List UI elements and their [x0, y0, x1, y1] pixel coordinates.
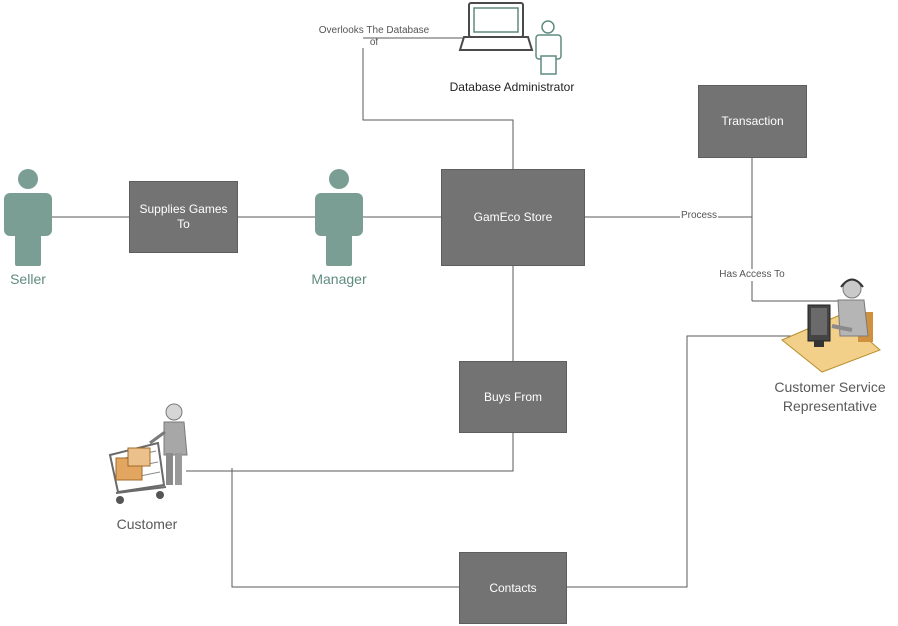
actor-label-csr-line1: Customer Service	[774, 379, 886, 395]
shopping-cart-icon	[108, 403, 188, 504]
edge-contacts-csr	[567, 335, 808, 588]
node-supplies-games: Supplies Games To	[129, 181, 238, 253]
node-contacts: Contacts	[459, 552, 567, 624]
actor-label-manager: Manager	[311, 271, 367, 287]
actor-label-csr-line2: Representative	[782, 398, 878, 414]
person-icon	[4, 169, 52, 266]
call-center-agent-icon	[781, 278, 881, 373]
laptop-icon	[458, 2, 534, 51]
edge-label-overlooks: Overlooks The Database	[318, 25, 430, 37]
node-gameco-store: GamEco Store	[441, 169, 585, 266]
node-transaction: Transaction	[698, 85, 807, 158]
edge-buys-customer	[186, 433, 514, 472]
actor-label-customer: Customer	[116, 516, 178, 532]
edge-label-process: Process	[680, 210, 718, 222]
actor-label-seller: Seller	[10, 271, 46, 287]
person-icon	[315, 169, 363, 266]
edge-customer-contacts	[231, 468, 459, 588]
edge-label-overlooks-of: of	[369, 37, 379, 48]
node-buys-from: Buys From	[459, 361, 567, 433]
person-icon	[535, 20, 562, 75]
edge-store-dba	[362, 48, 514, 169]
edge-label-has-access: Has Access To	[718, 269, 786, 281]
actor-label-database-administrator: Database Administrator	[449, 80, 575, 94]
